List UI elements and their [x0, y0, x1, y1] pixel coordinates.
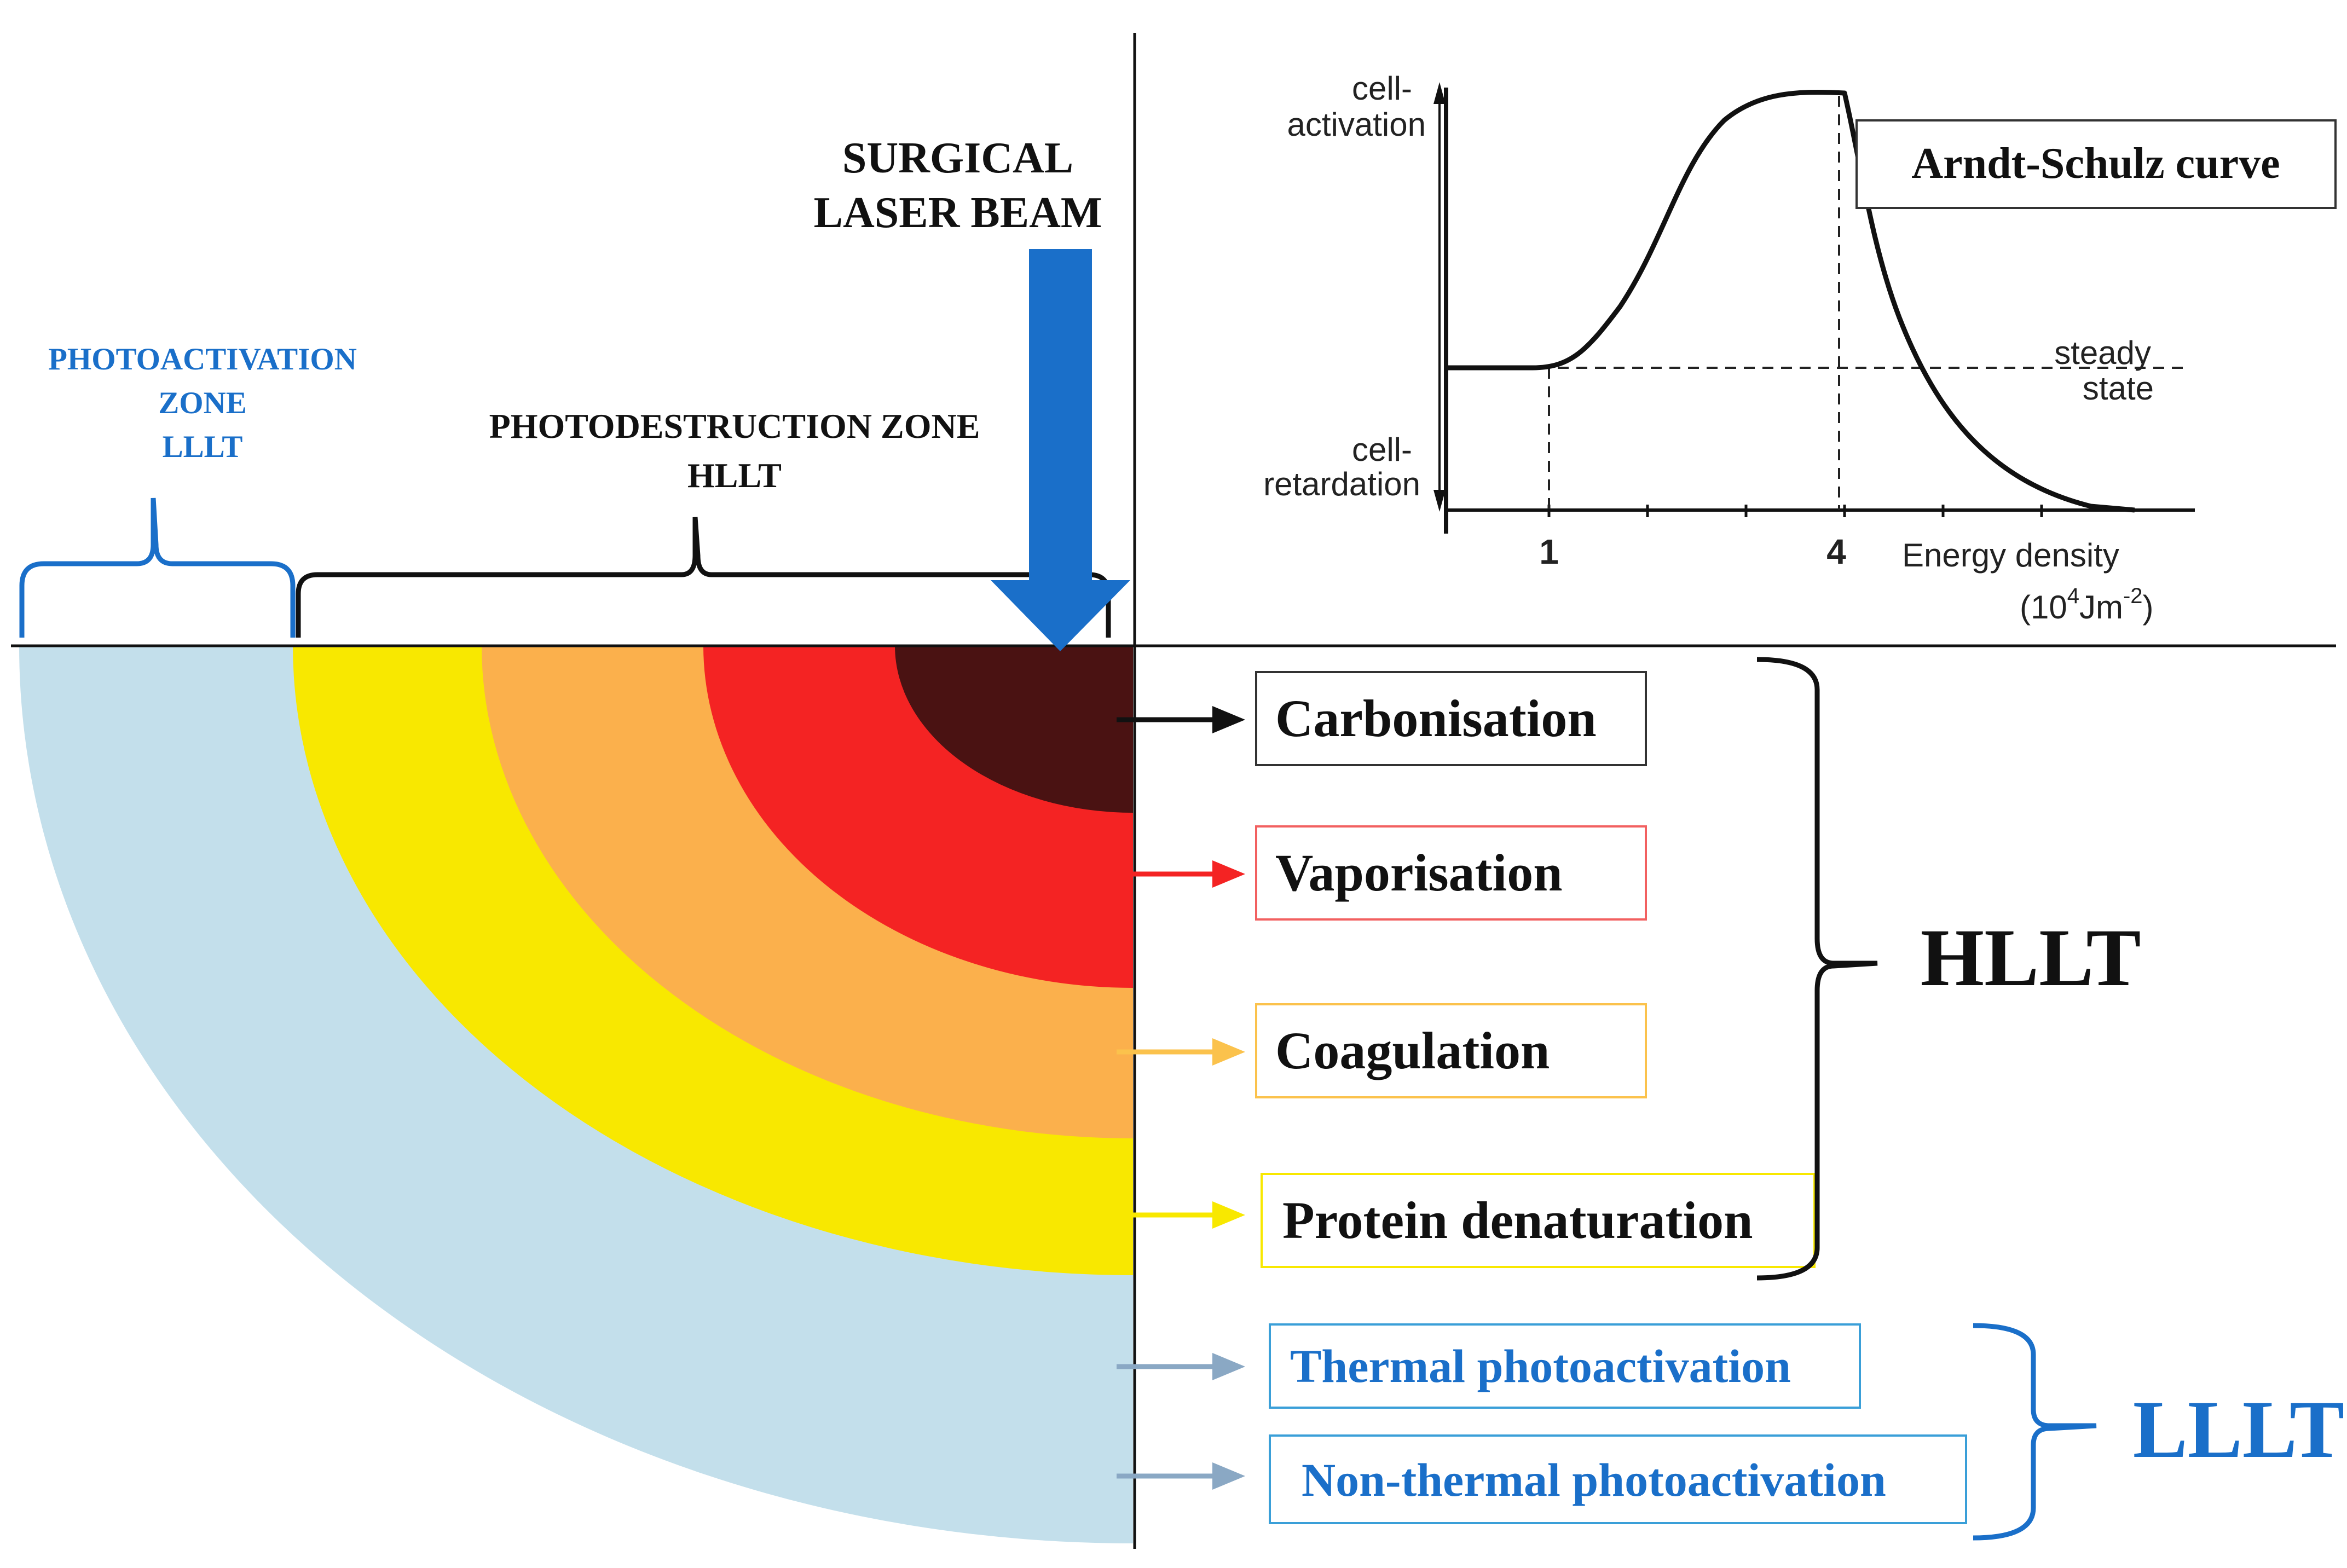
dashed-guides [1446, 96, 2184, 510]
surgical-laser-beam-arrow [991, 249, 1130, 651]
protein-denaturation-box [1261, 1173, 1816, 1268]
photoactivation-label-2: ZONE [158, 386, 247, 420]
state-label: state [2083, 370, 2154, 407]
y-axis-arrow-up [1433, 82, 1446, 104]
lllt-label: LLLT [2133, 1384, 2344, 1475]
coagulation-label: Coagulation [1275, 1021, 1550, 1080]
unit-mid: Jm [2079, 589, 2123, 626]
unit-suffix: ) [2143, 589, 2154, 626]
zone-carbonisation [895, 646, 1133, 813]
graph-title-box [1855, 119, 2337, 209]
thermal-photoactivation-box [1269, 1323, 1861, 1409]
thermal-photoactivation-arrow-icon [1212, 1353, 1245, 1380]
arndt-schulz-graph: cell- activation cell- retardation stead… [1263, 70, 2337, 626]
photodestruction-brace [296, 517, 1111, 638]
vaporisation-label: Vaporisation [1275, 843, 1563, 902]
steady-label: steady [2054, 334, 2151, 371]
protein-denaturation-arrow-icon [1212, 1201, 1245, 1229]
y-bottom-label-1: cell- [1352, 431, 1412, 468]
non-thermal-photoactivation-arrow-icon [1212, 1462, 1245, 1490]
x-axis-ticks [1547, 505, 2043, 517]
non-thermal-photoactivation-box [1269, 1434, 1967, 1524]
y-axis-arrow-down [1433, 490, 1446, 512]
thermal-photoactivation-label: Thermal photoactivation [1290, 1340, 1791, 1392]
protein-denaturation-label: Protein denaturation [1282, 1191, 1753, 1249]
photodestruction-label-2: HLLT [687, 456, 782, 495]
x-axis-unit: (104Jm-2) [2020, 584, 2154, 626]
hllt-label: HLLT [1920, 912, 2141, 1003]
x-axis-label: Energy density [1902, 537, 2119, 574]
y-top-label-1: cell- [1352, 70, 1412, 107]
y-bottom-label-2: retardation [1263, 466, 1420, 502]
coagulation-arrow-icon [1212, 1038, 1245, 1066]
tick-label-4: 4 [1826, 532, 1846, 571]
tick-label-1: 1 [1539, 532, 1559, 571]
photodestruction-label-1: PHOTODESTRUCTION ZONE [489, 407, 980, 445]
unit-exp2: -2 [2123, 584, 2143, 608]
carbonisation-label: Carbonisation [1275, 689, 1597, 748]
photoactivation-brace [19, 497, 296, 638]
photoactivation-label-1: PHOTOACTIVATION [48, 342, 357, 377]
unit-prefix: (10 [2020, 589, 2067, 626]
arndt-schulz-curve [1446, 89, 2135, 513]
vaporisation-arrow-icon [1212, 860, 1245, 888]
unit-exp: 4 [2067, 584, 2079, 608]
effect-arrows [1117, 706, 1245, 1490]
graph-title: Arndt-Schulz curve [1911, 140, 2280, 188]
tissue-zones [19, 646, 1133, 1543]
hllt-brace [1756, 657, 1878, 1281]
lllt-brace [1973, 1323, 2097, 1541]
photoactivation-label-3: LLLT [163, 430, 243, 464]
carbonisation-box [1255, 671, 1647, 766]
effect-boxes: Carbonisation Vaporisation Coagulation P… [1255, 671, 1967, 1524]
coagulation-box [1255, 1003, 1647, 1098]
y-top-label-2: activation [1287, 106, 1426, 143]
non-thermal-photoactivation-label: Non-thermal photoactivation [1302, 1454, 1886, 1506]
carbonisation-arrow-icon [1212, 706, 1245, 733]
vaporisation-box [1255, 825, 1647, 921]
laser-beam-label: LASER BEAM [814, 189, 1102, 237]
surgical-label: SURGICAL [842, 134, 1073, 182]
